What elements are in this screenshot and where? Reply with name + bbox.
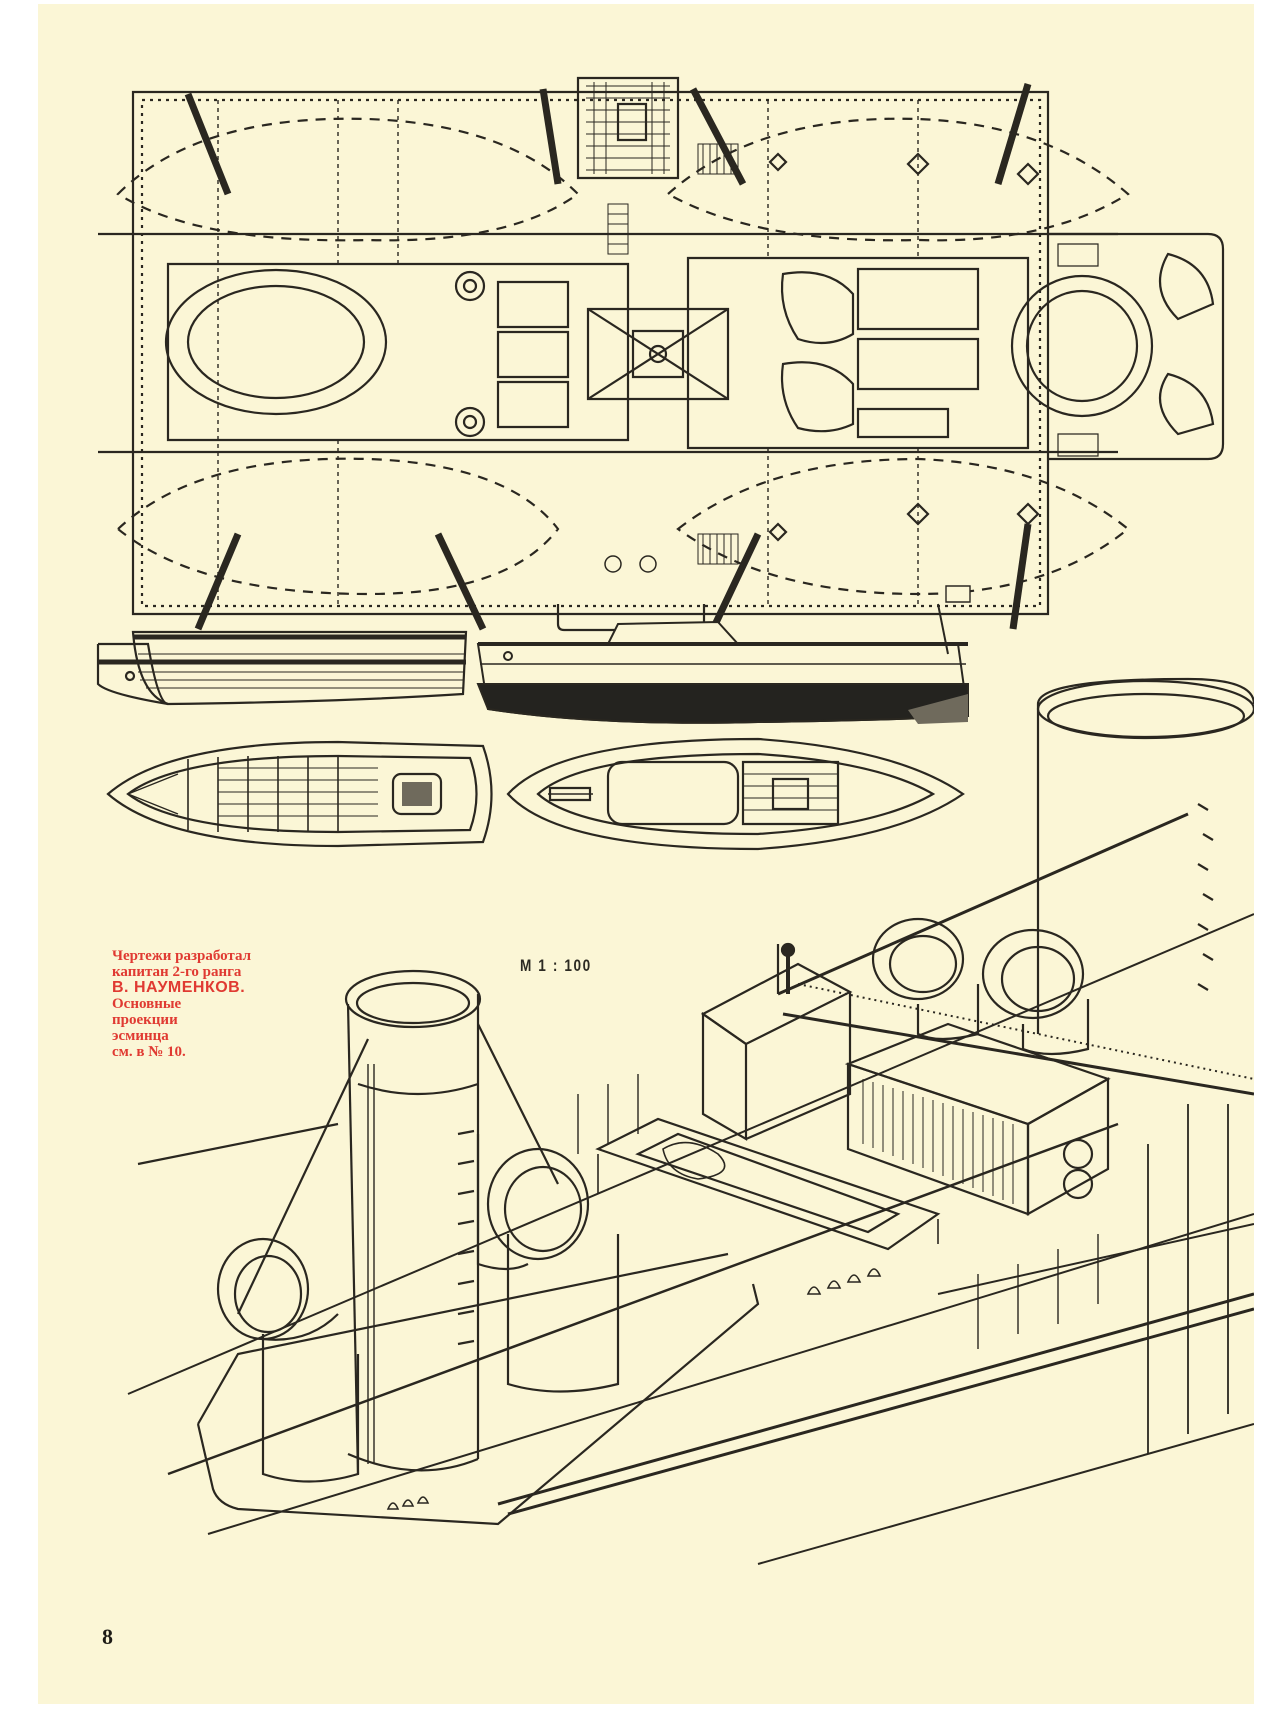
credits-block: Чертежи разработал капитан 2-го ранга В.… — [112, 948, 312, 1060]
whaleboat-plan-view — [108, 742, 492, 846]
credit-line-7: см. в № 10. — [112, 1044, 186, 1060]
credit-line-6: эсминца — [112, 1028, 169, 1044]
motorboat-side-view — [478, 586, 970, 724]
perspective-deck-drawing — [128, 679, 1254, 1564]
page-number: 8 — [102, 1624, 113, 1649]
whaleboat-side-view — [98, 632, 466, 704]
scale-label: М 1 : 100 — [520, 956, 592, 975]
motorboat-plan-view — [508, 739, 963, 849]
credit-line-2: капитан 2-го ранга — [112, 964, 242, 980]
deck-plan-drawing — [98, 78, 1223, 630]
credit-line-4: Основные — [112, 996, 182, 1012]
credit-line-5: проекции — [112, 1012, 178, 1028]
credit-line-1: Чертежи разработал — [112, 948, 252, 964]
magazine-page: Чертежи разработал капитан 2-го ранга В.… — [38, 4, 1254, 1704]
credit-author-name: В. НАУМЕНКОВ. — [112, 979, 246, 996]
technical-drawings — [38, 4, 1254, 1704]
